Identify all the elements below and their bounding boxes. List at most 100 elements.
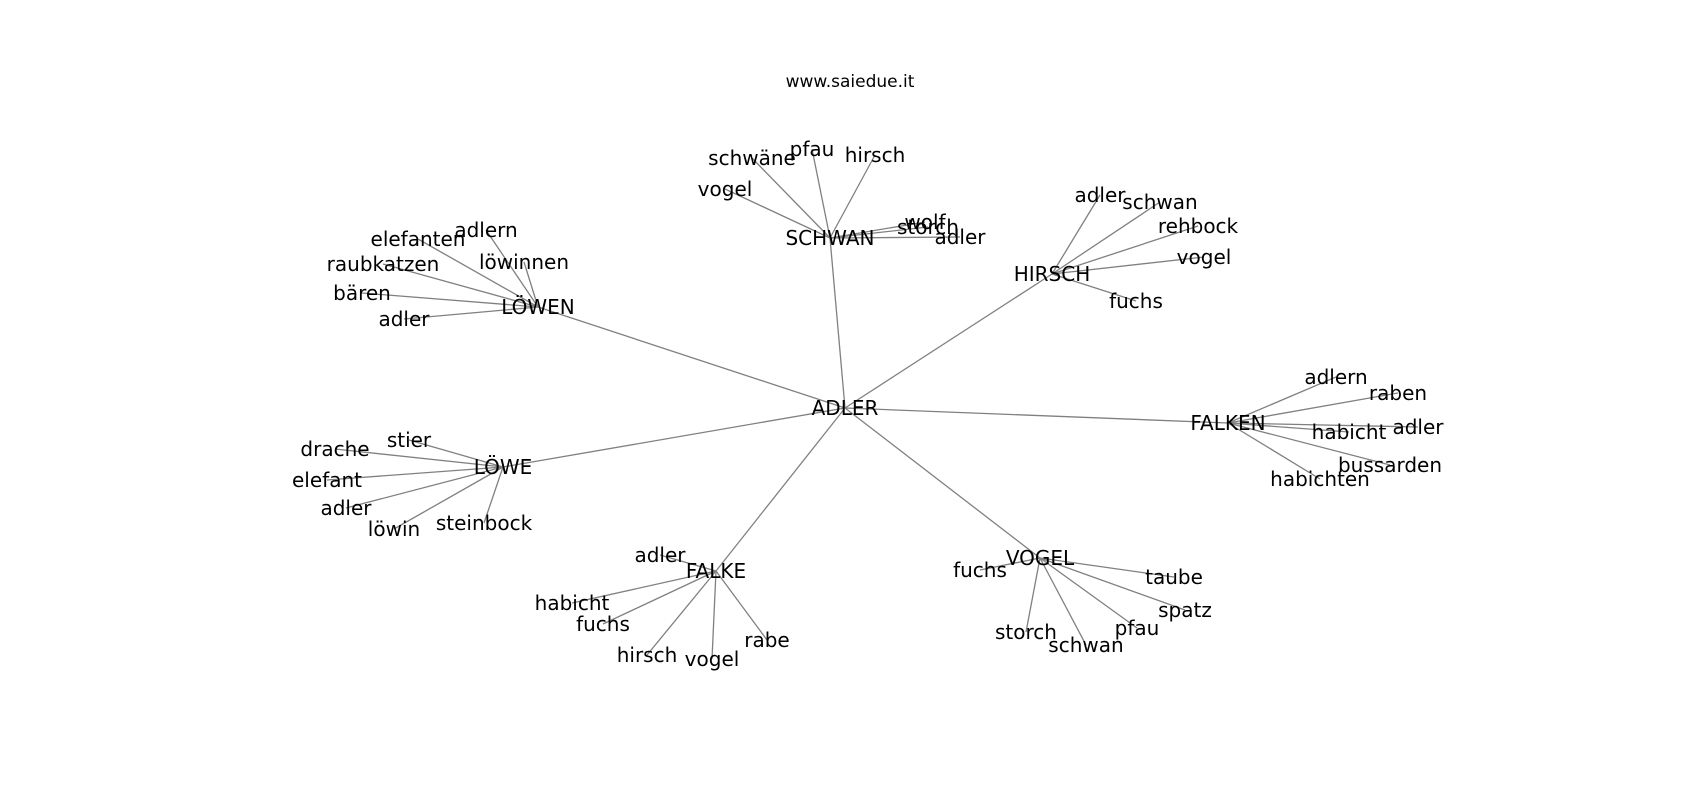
- diagram-title: www.saiedue.it: [785, 72, 915, 92]
- edge-hub-to-leaf: [1039, 557, 1186, 611]
- edge-hub-to-leaf: [1227, 422, 1391, 466]
- edge-hub-to-leaf: [829, 154, 876, 239]
- leaf-node-label: hirsch: [845, 143, 906, 167]
- edge-hub-to-leaf: [1025, 557, 1041, 633]
- leaf-node-label: vogel: [698, 177, 753, 201]
- leaf-node-label: adler: [1392, 415, 1444, 439]
- leaf-node-label: elefanten: [371, 227, 466, 251]
- leaf-node-label: adler: [378, 307, 430, 331]
- edge-hub-to-leaf: [571, 570, 717, 604]
- hub-node-label: VOGEL: [1006, 546, 1075, 570]
- leaf-node-label: spatz: [1158, 598, 1212, 622]
- leaf-node-label: bären: [333, 281, 391, 305]
- edge-hub-to-leaf: [334, 448, 504, 468]
- leaf-node-label: rehbock: [1158, 214, 1239, 238]
- edge-hub-to-leaf: [1039, 557, 1087, 646]
- edge-layer: [326, 148, 1419, 660]
- edge-center-to-hub: [715, 407, 846, 572]
- edge-hub-to-leaf: [646, 570, 717, 656]
- leaf-node-label: fuchs: [576, 612, 630, 636]
- leaf-node-label: elefant: [292, 468, 362, 492]
- edge-hub-to-leaf: [602, 570, 717, 625]
- leaf-node-label: adler: [634, 543, 686, 567]
- center-node-label: ADLER: [812, 396, 879, 420]
- edge-hub-to-leaf: [1227, 392, 1399, 424]
- edge-center-to-hub: [537, 306, 846, 409]
- edge-hub-to-leaf: [483, 466, 504, 524]
- edge-hub-to-leaf: [345, 466, 504, 509]
- edge-hub-to-leaf: [393, 466, 504, 530]
- leaf-node-label: raubkatzen: [327, 252, 440, 276]
- edge-hub-to-leaf: [1051, 225, 1199, 275]
- leaf-node-label: habicht: [535, 591, 610, 615]
- leaf-node-label: fuchs: [953, 558, 1007, 582]
- edge-center-to-hub: [844, 407, 1041, 559]
- edge-hub-to-leaf: [979, 557, 1041, 571]
- edge-hub-to-leaf: [1039, 557, 1175, 578]
- edge-hub-to-leaf: [403, 306, 539, 320]
- leaf-node-label: fuchs: [1109, 289, 1163, 313]
- edge-hub-to-leaf: [715, 570, 768, 641]
- leaf-node-label: habichten: [1270, 467, 1370, 491]
- edge-hub-to-leaf: [829, 226, 929, 239]
- edge-hub-to-leaf: [1051, 256, 1205, 275]
- edge-center-to-hub: [502, 407, 846, 468]
- leaf-node-label: wolf: [904, 210, 946, 234]
- leaf-node-label: adlern: [454, 218, 517, 242]
- edge-hub-to-leaf: [1227, 422, 1419, 428]
- edge-hub-to-leaf: [485, 229, 539, 308]
- edge-hub-to-leaf: [1051, 194, 1101, 275]
- leaf-node-label: pfau: [790, 137, 835, 161]
- edge-hub-to-leaf: [1051, 201, 1161, 275]
- edge-hub-to-leaf: [659, 554, 717, 572]
- leaf-node-label: taube: [1145, 565, 1203, 589]
- edge-hub-to-leaf: [811, 148, 831, 239]
- leaf-node-label: storch: [897, 215, 959, 239]
- hub-node-label: LÖWE: [474, 455, 533, 479]
- hub-node-label: SCHWAN: [785, 226, 874, 250]
- leaf-node-label: vogel: [1177, 245, 1232, 269]
- leaf-node-label: adler: [1074, 183, 1126, 207]
- hub-node-label: HIRSCH: [1014, 262, 1091, 286]
- leaf-node-label: adler: [934, 225, 986, 249]
- edge-hub-to-leaf: [1227, 376, 1337, 424]
- edge-hub-to-leaf: [408, 439, 504, 468]
- edge-hub-to-leaf: [1039, 557, 1138, 629]
- edge-hub-to-leaf: [1227, 422, 1321, 480]
- leaf-node-label: bussarden: [1338, 453, 1442, 477]
- edge-hub-to-leaf: [382, 263, 539, 308]
- leaf-node-label: raben: [1369, 381, 1427, 405]
- leaf-node-label: rabe: [744, 628, 789, 652]
- edge-hub-to-leaf: [1227, 422, 1350, 433]
- edge-center-to-hub: [829, 237, 846, 409]
- edge-hub-to-leaf: [326, 466, 504, 481]
- leaf-node-label: hirsch: [617, 643, 678, 667]
- edge-hub-to-leaf: [829, 236, 961, 239]
- edge-hub-to-leaf: [523, 261, 539, 308]
- edge-center-to-hub: [844, 407, 1229, 424]
- edge-hub-to-leaf: [711, 570, 717, 660]
- edge-hub-to-leaf: [1051, 273, 1137, 302]
- edge-hub-to-leaf: [751, 157, 831, 239]
- leaf-node-label: adlern: [1304, 365, 1367, 389]
- leaf-node-label: stier: [387, 428, 432, 452]
- leaf-node-label: habicht: [1312, 420, 1387, 444]
- hub-node-label: LÖWEN: [501, 295, 575, 319]
- hub-node-label: FALKE: [686, 559, 746, 583]
- leaf-node-label: schwan: [1122, 190, 1197, 214]
- edge-hub-to-leaf: [417, 238, 539, 308]
- leaf-node-label: steinbock: [436, 511, 533, 535]
- hub-node-label: FALKEN: [1190, 411, 1265, 435]
- leaf-node-label: löwinnen: [479, 250, 569, 274]
- leaf-node-label: pfau: [1115, 616, 1160, 640]
- leaf-node-label: löwin: [368, 517, 420, 541]
- leaf-node-label: schwäne: [708, 146, 796, 170]
- leaf-node-label: vogel: [685, 647, 740, 671]
- edge-hub-to-leaf: [724, 188, 831, 239]
- leaf-node-label: adler: [320, 496, 372, 520]
- leaf-node-label: schwan: [1048, 633, 1123, 657]
- edge-hub-to-leaf: [829, 221, 926, 239]
- leaf-node-label: storch: [995, 620, 1057, 644]
